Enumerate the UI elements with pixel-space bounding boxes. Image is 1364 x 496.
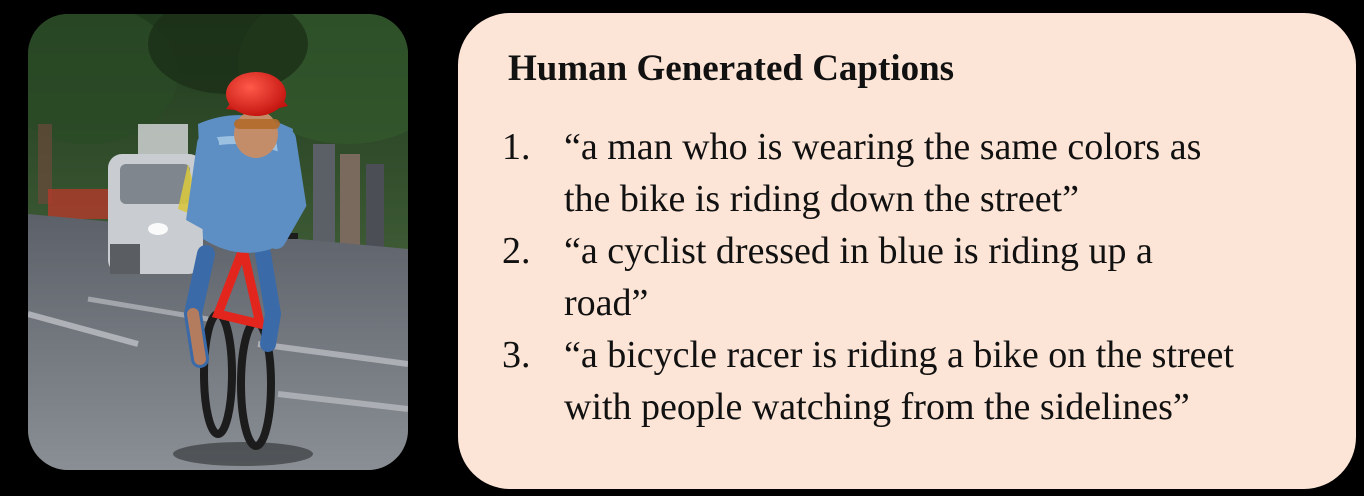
- cyclist-photo: [28, 14, 408, 470]
- caption-line: “a cyclist dressed in blue is riding up …: [564, 230, 1153, 272]
- caption-number: 3.: [502, 334, 531, 376]
- caption-item-1: 1. “a man who is wearing the same colors…: [502, 121, 1234, 225]
- caption-line: “a bicycle racer is riding a bike on the…: [564, 334, 1234, 376]
- caption-card: Human Generated Captions 1. “a man who i…: [458, 13, 1356, 489]
- caption-line: the bike is riding down the street”: [564, 178, 1079, 220]
- caption-line: with people watching from the sidelines”: [564, 386, 1190, 428]
- caption-item-2: 2. “a cyclist dressed in blue is riding …: [502, 225, 1234, 329]
- caption-number: 2.: [502, 230, 531, 272]
- caption-line: road”: [564, 282, 649, 324]
- caption-line: “a man who is wearing the same colors as: [564, 126, 1202, 168]
- caption-title: Human Generated Captions: [508, 48, 955, 89]
- caption-item-3: 3. “a bicycle racer is riding a bike on …: [502, 329, 1234, 433]
- cyclist-illustration: [28, 14, 408, 470]
- caption-list: 1. “a man who is wearing the same colors…: [502, 121, 1234, 433]
- caption-number: 1.: [502, 126, 531, 168]
